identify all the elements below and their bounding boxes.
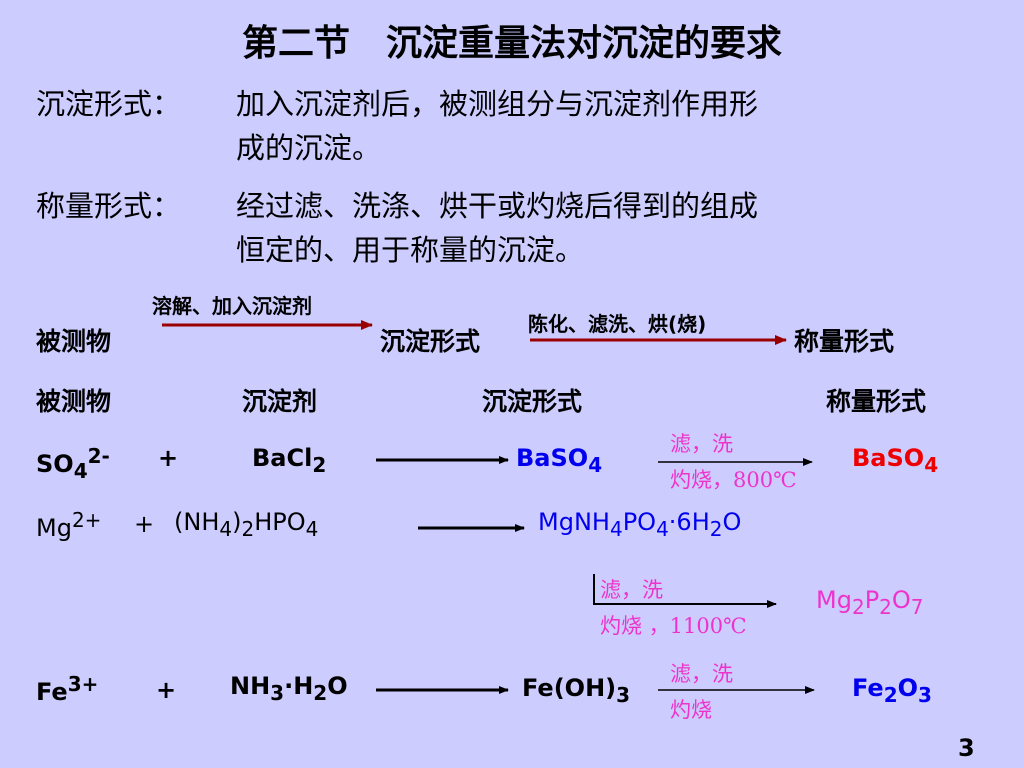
flow-end: 称量形式 (794, 327, 895, 356)
column-header-weighing-form: 称量形式 (826, 387, 927, 416)
sulfate-reagent: BaCl2 (252, 444, 327, 477)
iron-precip-form: Fe(OH)3 (522, 674, 631, 707)
magnesium-condition-2: 灼烧 ，1100℃ (600, 614, 747, 638)
definition-term-precip-form: 沉淀形式： (36, 87, 182, 121)
sulfate-condition-2: 灼烧，800℃ (670, 468, 797, 492)
iron-plus: + (156, 676, 177, 704)
sulfate-plus: + (158, 444, 179, 472)
iron-condition-1: 滤，洗 (670, 662, 733, 686)
page-title: 第二节 沉淀重量法对沉淀的要求 (241, 23, 782, 64)
column-header-precip-form: 沉淀形式 (482, 387, 583, 416)
iron-analyte: Fe3+ (36, 672, 99, 706)
sulfate-weighing-form: BaSO4 (852, 444, 939, 477)
page-number: 3 (958, 734, 975, 762)
iron-reagent: NH3·H2O (230, 672, 348, 705)
iron-weighing-form: Fe2O3 (852, 674, 932, 707)
flow-middle: 沉淀形式 (380, 327, 481, 356)
magnesium-condition-1: 滤，洗 (600, 578, 663, 602)
definition-text-weighing-form-line2: 恒定的、用于称量的沉淀。 (236, 233, 585, 267)
definition-text-precip-form-line1: 加入沉淀剂后，被测组分与沉淀剂作用形 (236, 87, 759, 121)
magnesium-arrow-2 (593, 574, 777, 608)
magnesium-reagent: (NH4)2HPO4 (174, 508, 319, 541)
definition-term-weighing-form: 称量形式： (36, 189, 182, 223)
magnesium-precip-form: MgNH4PO4·6H2O (538, 508, 742, 541)
flow-start: 被测物 (36, 327, 112, 356)
magnesium-analyte: Mg2+ (36, 508, 102, 542)
sulfate-precip-form: BaSO4 (516, 444, 603, 477)
definition-text-precip-form-line2: 成的沉淀。 (236, 131, 382, 165)
column-header-precipitant: 沉淀剂 (242, 387, 318, 416)
sulfate-condition-1: 滤，洗 (670, 432, 733, 456)
definition-text-weighing-form-line1: 经过滤、洗涤、烘干或灼烧后得到的组成 (236, 189, 759, 223)
column-header-analyte: 被测物 (36, 387, 112, 416)
magnesium-plus: + (134, 510, 155, 538)
sulfate-analyte: SO42- (36, 444, 110, 483)
flow-step2-label: 陈化、滤洗、烘(烧) (528, 312, 707, 336)
flow-step1-label: 溶解、加入沉淀剂 (152, 294, 312, 318)
iron-condition-2: 灼烧 (670, 698, 712, 722)
magnesium-weighing-form: Mg2P2O7 (816, 586, 924, 619)
